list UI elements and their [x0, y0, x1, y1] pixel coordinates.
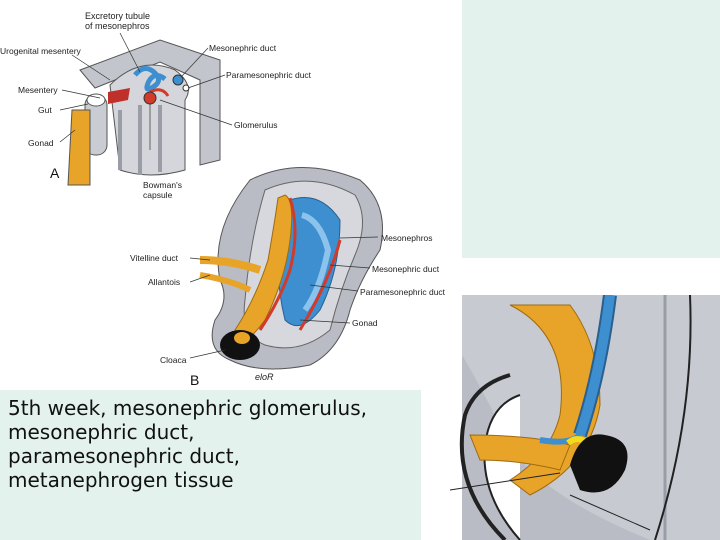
label-gonad-b: Gonad — [352, 318, 378, 328]
figure-a-illustration — [59, 32, 233, 186]
figure-b-letter: B — [190, 372, 200, 388]
figure-a-letter: A — [50, 165, 60, 181]
label-gonad-a: Gonad — [28, 138, 54, 148]
signature: eloR — [255, 372, 274, 382]
background-panel — [462, 0, 720, 258]
caption-line-4: metanephrogen tissue — [8, 468, 234, 492]
label-paramesonephric-duct-a: Paramesonephric duct — [226, 70, 312, 80]
label-allantois: Allantois — [148, 277, 181, 287]
label-urogenital-mesentery: Urogenital mesentery — [0, 46, 81, 56]
label-mesonephric-duct-b: Mesonephric duct — [372, 264, 440, 274]
caption-box: 5th week, mesonephric glomerulus, mesone… — [0, 390, 421, 540]
label-bowmans-capsule: Bowman's capsule — [143, 180, 182, 200]
caption-line-3: paramesonephric duct, — [8, 444, 240, 468]
detail-cloaca-illustration — [450, 295, 720, 540]
figure-b-illustration — [190, 167, 383, 370]
label-glomerulus: Glomerulus — [234, 120, 278, 130]
label-mesentery: Mesentery — [18, 85, 58, 95]
caption-line-1: 5th week, mesonephric glomerulus, — [8, 396, 367, 420]
label-mesonephros: Mesonephros — [381, 233, 433, 243]
label-excretory-tubule: Excretory tubule of mesonephros — [85, 11, 151, 31]
caption-line-2: mesonephric duct, — [8, 420, 195, 444]
label-cloaca: Cloaca — [160, 355, 187, 365]
label-vitelline-duct: Vitelline duct — [130, 253, 179, 263]
label-gut: Gut — [38, 105, 52, 115]
label-mesonephric-duct-a: Mesonephric duct — [209, 43, 277, 53]
label-paramesonephric-duct-b: Paramesonephric duct — [360, 287, 446, 297]
